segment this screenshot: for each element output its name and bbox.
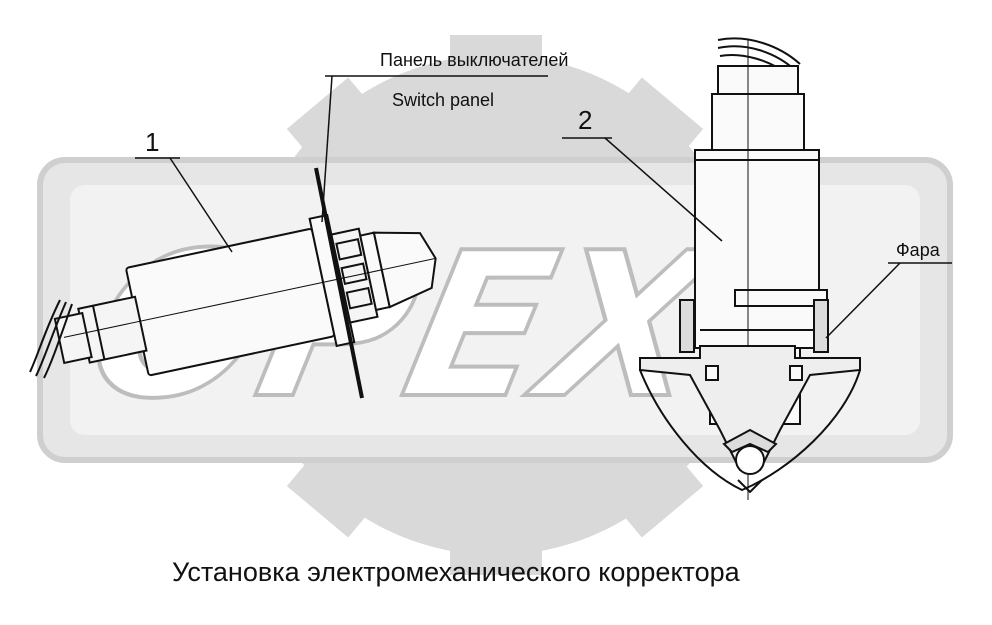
switch-panel-label-ru: Панель выключателей <box>380 50 569 70</box>
switch-panel-label-en: Switch panel <box>392 90 495 110</box>
diagram-caption: Установка электромеханического корректор… <box>172 557 740 587</box>
headlight-corrector <box>639 37 861 500</box>
part-2-label: 2 <box>578 105 593 135</box>
headlight-label: Фара <box>896 240 940 260</box>
leader-lines <box>135 75 952 339</box>
corrector-switch <box>29 167 437 399</box>
part-1-label: 1 <box>145 127 160 157</box>
